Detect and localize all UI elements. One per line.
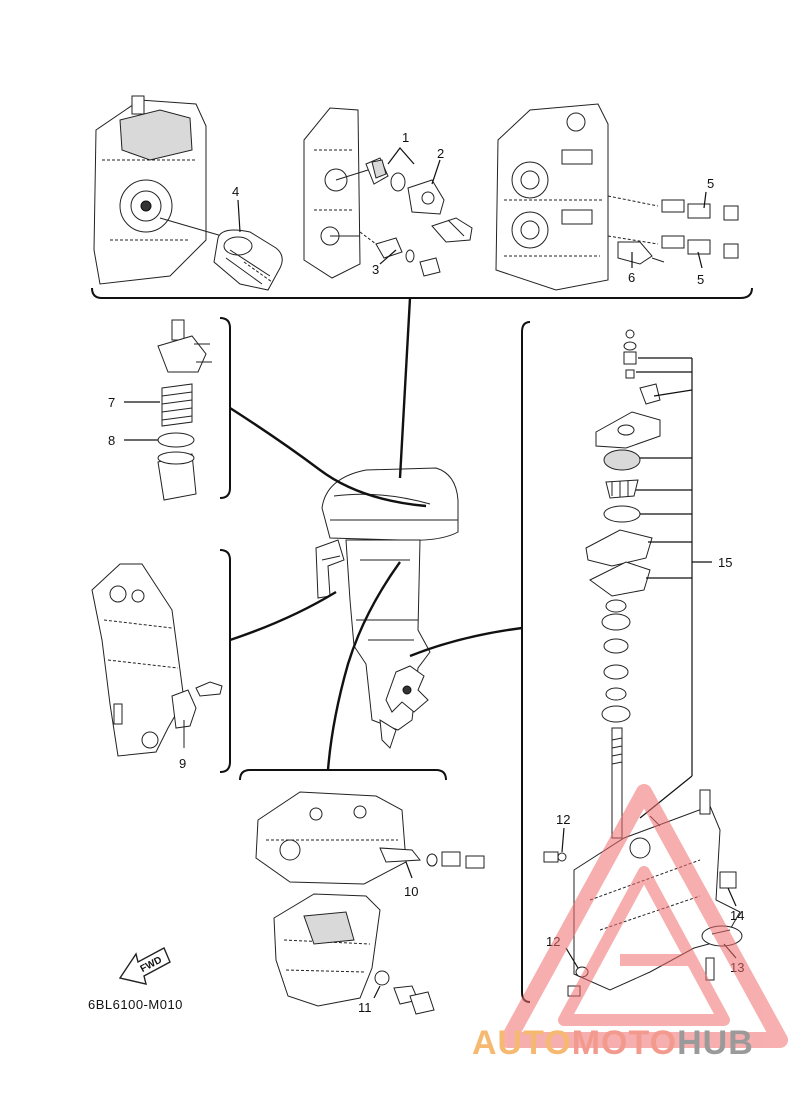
diagram-code: 6BL6100-M010 — [88, 997, 183, 1012]
top-leaders — [237, 147, 707, 269]
thermostat-parts — [365, 157, 473, 243]
part-label-7: 7 — [108, 395, 115, 410]
anode-parts — [359, 231, 441, 277]
powerhead-left-view — [93, 95, 223, 285]
powerhead-center-view — [303, 107, 369, 279]
shift-rod-parts — [379, 847, 485, 879]
part-label-14: 14 — [730, 908, 744, 923]
part-label-4: 4 — [232, 184, 239, 199]
watermark-hub: HUB — [677, 1024, 754, 1062]
kit-15-leaders — [561, 357, 737, 969]
watermark-text: AUTOMOTOHUB — [472, 1024, 754, 1062]
watermark-auto: AUTO — [472, 1024, 572, 1062]
part-label-6: 6 — [628, 270, 635, 285]
part-label-12-upper: 12 — [556, 812, 570, 827]
section-leaders — [229, 297, 523, 771]
watermark-triangle-icon — [500, 784, 788, 1048]
fuel-filter-parts — [157, 319, 212, 501]
part-label-5-lower: 5 — [697, 272, 704, 287]
part-label-8: 8 — [108, 433, 115, 448]
spark-plugs-and-caps — [607, 195, 739, 265]
lower-case-oil-pan — [273, 893, 381, 1007]
drain-plug-parts — [373, 970, 435, 1015]
lower-case-upper — [255, 791, 415, 885]
swivel-bracket — [91, 563, 223, 757]
part-label-11: 11 — [358, 1000, 372, 1015]
part-label-9: 9 — [179, 756, 186, 771]
part-label-5-upper: 5 — [707, 176, 714, 191]
part-label-3: 3 — [372, 262, 379, 277]
fwd-arrow-icon: FWD — [118, 947, 171, 985]
outboard-motor-illustration — [315, 467, 459, 749]
part-label-2: 2 — [437, 146, 444, 161]
part-label-10: 10 — [404, 884, 418, 899]
cylinder-head-view — [495, 103, 609, 291]
fuel-filter-leaders — [124, 401, 160, 441]
water-pump-stack — [585, 329, 661, 723]
watermark-moto: MOTO — [572, 1024, 677, 1062]
part-label-15: 15 — [718, 555, 732, 570]
part-label-1: 1 — [402, 130, 409, 145]
watermark-logo: AUTOMOTOHUB — [472, 784, 788, 1062]
oil-filter — [213, 229, 283, 291]
